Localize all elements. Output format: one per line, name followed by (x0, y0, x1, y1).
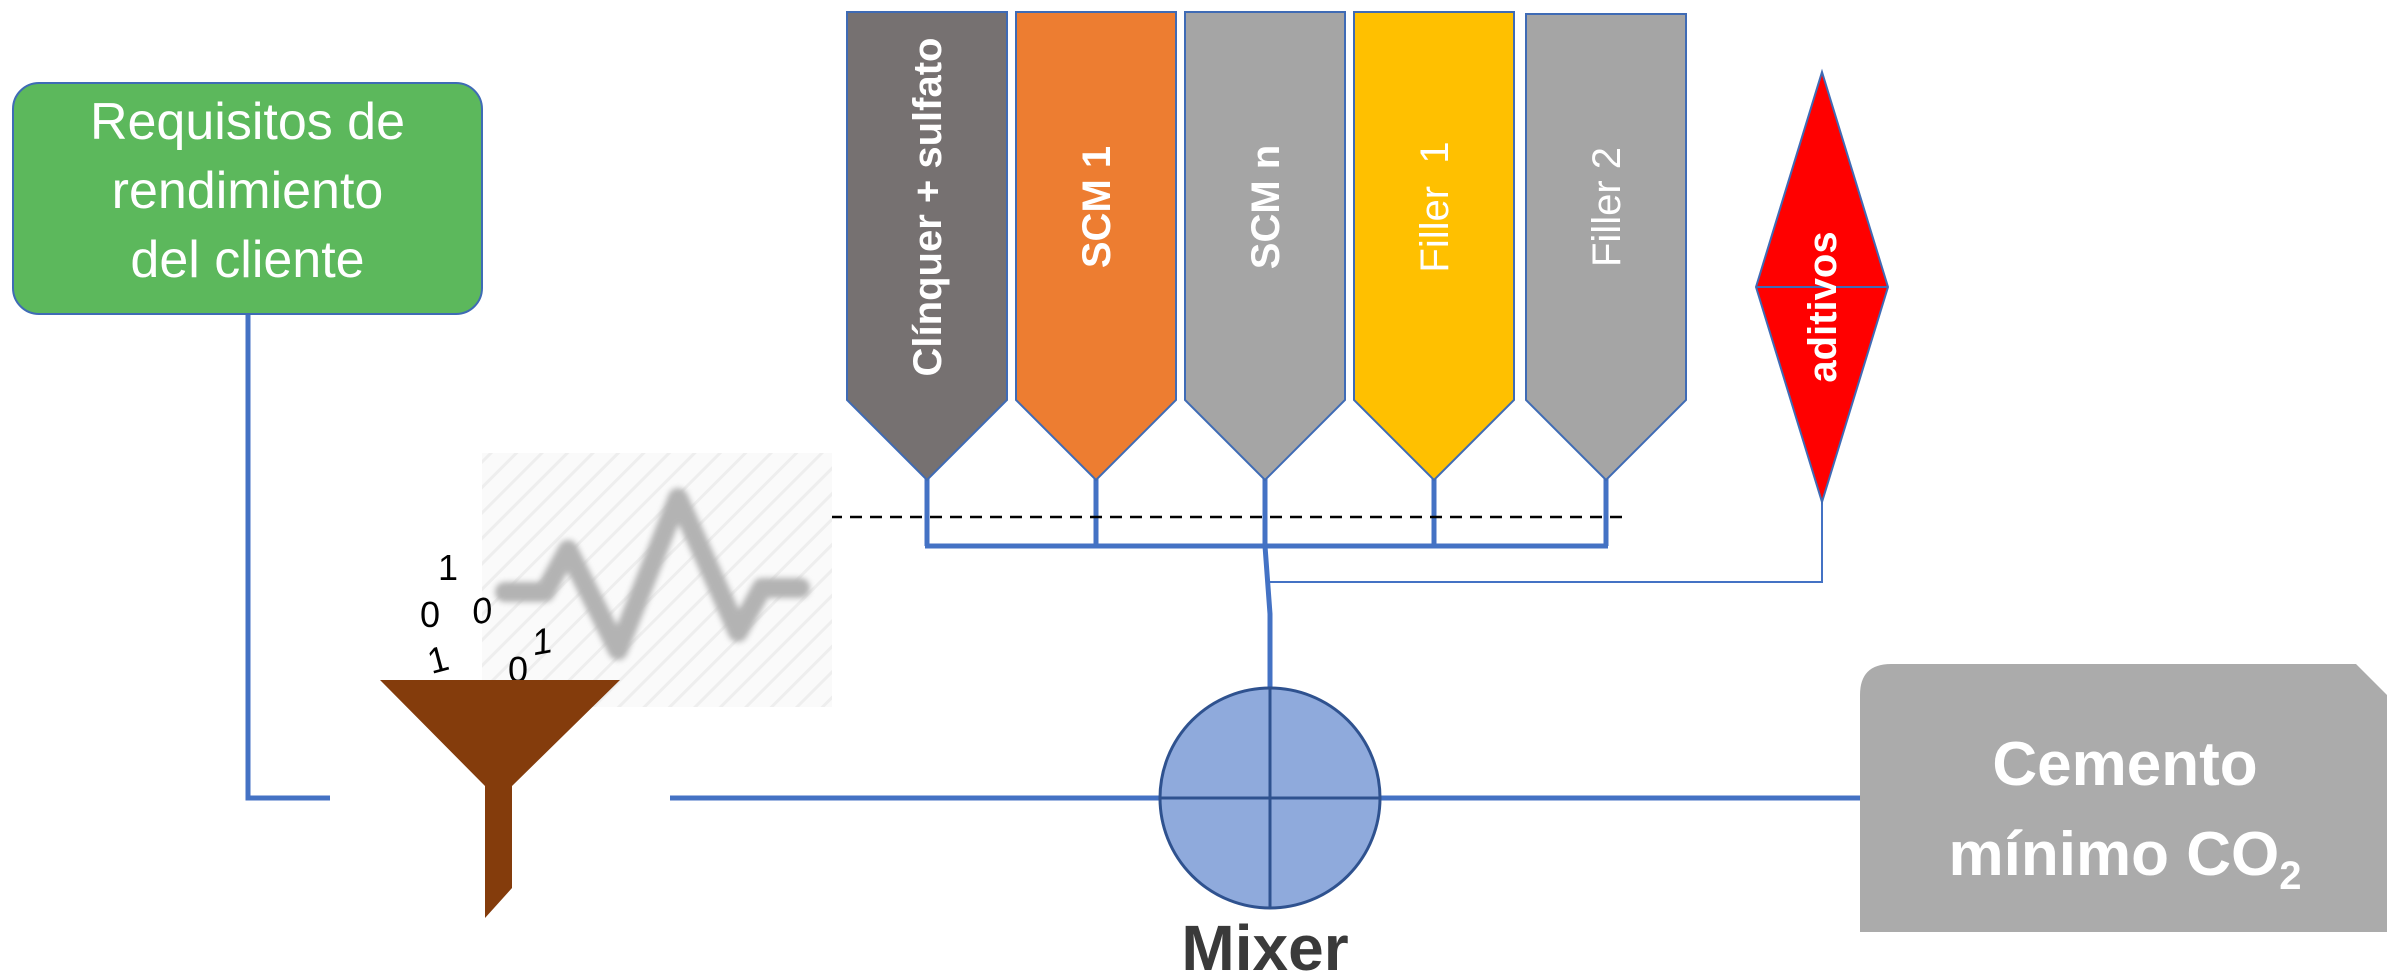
silo-clinker (846, 11, 1008, 482)
requirements-box (12, 82, 483, 315)
silo-label-filler-2: Filler 2 (1585, 147, 1629, 267)
requirements-text: Requisitos de rendimiento del cliente (13, 88, 482, 295)
collector-to-mixer-line (1262, 545, 1273, 690)
additives-label: aditivos (1801, 231, 1845, 382)
additives-line (1270, 502, 1823, 583)
silo-label-scm-n: SCM n (1244, 145, 1288, 269)
requirements-line3: del cliente (130, 231, 365, 290)
silo-scm-n (1184, 11, 1346, 482)
output-label-main: mínimo CO (1949, 820, 2280, 889)
binary-digit: 0 (508, 649, 528, 690)
signal-waveform-icon (495, 488, 810, 660)
silos (846, 11, 1687, 482)
signal-graphic (482, 453, 832, 707)
binary-digit: 1 (423, 637, 453, 682)
output-label-subscript: 2 (2279, 854, 2301, 898)
connector-lines (245, 310, 1860, 801)
funnel-icon (380, 680, 620, 918)
silo-filler-2 (1525, 13, 1687, 482)
requirements-line1: Requisitos de (89, 93, 406, 151)
output-box (1860, 664, 2387, 932)
additives-diamond: aditivos (1754, 68, 1890, 506)
requirements-line2: rendimiento (111, 162, 384, 221)
silo-scm-1 (1015, 11, 1177, 482)
mixer-label: Mixer (1181, 912, 1348, 977)
silo-filler-1 (1353, 11, 1515, 482)
mixer: Mixer (1158, 686, 1382, 977)
binary-digit: 1 (438, 547, 458, 588)
output-label-line2: mínimo CO2 (1949, 820, 2302, 898)
output-label-line1: Cemento (1992, 730, 2257, 799)
silo-label-clinker: Clínquer + sulfato (906, 38, 950, 377)
requirements-to-funnel-line (245, 310, 330, 801)
silo-label-filler-1: Filler 1 (1413, 141, 1457, 272)
binary-digit: 0 (420, 594, 440, 635)
silo-label-scm-1: SCM 1 (1075, 146, 1119, 268)
